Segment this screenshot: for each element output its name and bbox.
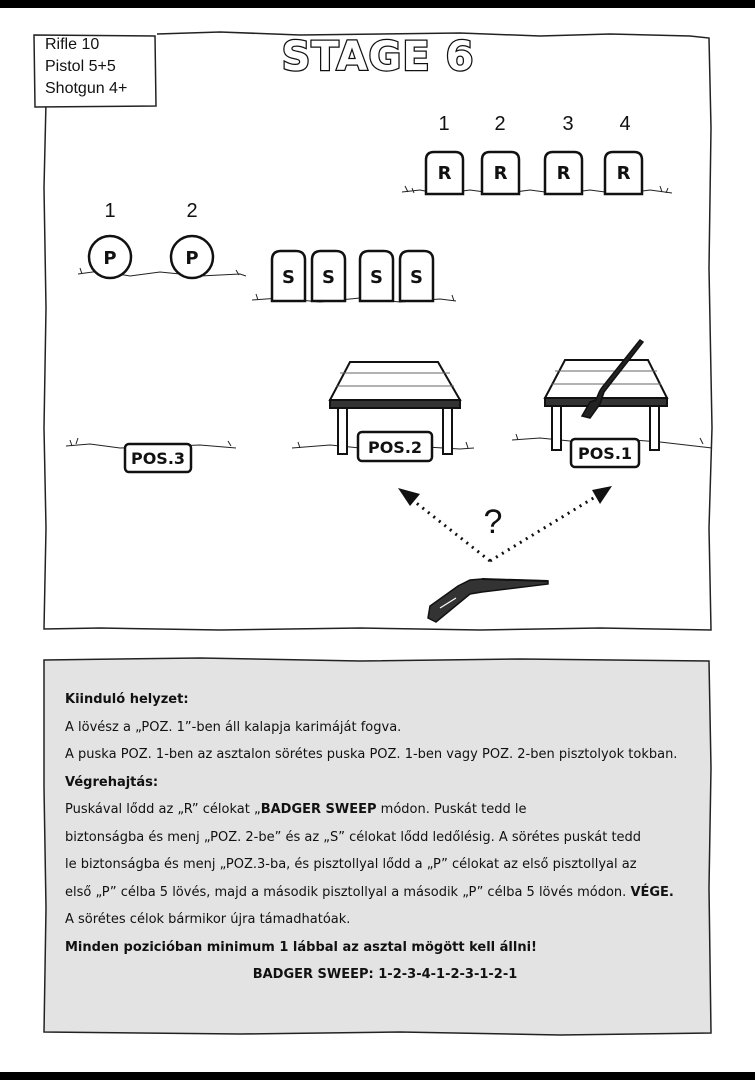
pistol-targets: P P	[89, 236, 213, 278]
rule-line: Minden pozicióban minimum 1 lábbal az as…	[65, 940, 705, 968]
stage-scene: R R R R P P	[0, 8, 755, 628]
desc-line: A puska POZ. 1-ben az asztalon sörétes p…	[65, 747, 705, 775]
desc-line: első „P” célba 5 lövés, majd a második p…	[65, 885, 705, 913]
grass	[66, 186, 712, 449]
desc-line: A sörétes célok bármikor újra támadhatóa…	[65, 912, 705, 940]
badger-sweep-term: BADGER SWEEP	[261, 802, 377, 817]
pos2-sign: POS.2	[358, 432, 432, 461]
heading-start: Kiinduló helyzet:	[65, 692, 705, 720]
shotgun-icon	[428, 579, 548, 622]
desc-text: módon. Puskát tedd le	[377, 802, 527, 817]
shotgun-target: S	[312, 251, 345, 301]
pos2-label: POS.2	[368, 438, 422, 457]
rifle-target: R	[545, 152, 582, 194]
shotgun-target-label: S	[322, 267, 335, 288]
pistol-target: P	[171, 236, 213, 278]
desc-text: első „P” célba 5 lövés, majd a második p…	[65, 885, 630, 900]
rifle-target: R	[426, 152, 463, 194]
shotgun-target-label: S	[370, 267, 383, 288]
pos1-label: POS.1	[578, 444, 632, 463]
rifle-target: R	[605, 152, 642, 194]
desc-line: Puskával lődd az „R” célokat „BADGER SWE…	[65, 802, 705, 830]
rifle-target-label: R	[494, 163, 508, 184]
rifle-target-label: R	[557, 163, 571, 184]
shotgun-target: S	[400, 251, 433, 301]
movement-arrows: ?	[398, 486, 612, 561]
shotgun-target: S	[272, 251, 305, 301]
desc-line: biztonságba és menj „POZ. 2-be” és az „S…	[65, 830, 705, 858]
pistol-target-label: P	[103, 248, 116, 269]
badger-sweep-sequence: BADGER SWEEP: 1-2-3-4-1-2-3-1-2-1	[65, 967, 705, 995]
shotgun-targets: S S S S	[272, 251, 433, 301]
heading-exec: Végrehajtás:	[65, 775, 705, 803]
pos1-sign: POS.1	[571, 439, 639, 467]
desc-line: le biztonságba és menj „POZ.3-ba, és pis…	[65, 857, 705, 885]
end-marker: VÉGE.	[630, 885, 673, 900]
question-mark: ?	[484, 503, 503, 541]
shotgun-target-label: S	[282, 267, 295, 288]
rifle-target: R	[482, 152, 519, 194]
shotgun-target: S	[360, 251, 393, 301]
rifle-target-label: R	[438, 163, 452, 184]
rifle-target-label: R	[617, 163, 631, 184]
desc-text: Puskával lődd az „R” célokat „	[65, 802, 261, 817]
shotgun-target-label: S	[410, 267, 423, 288]
pistol-target-label: P	[185, 248, 198, 269]
pistol-target: P	[89, 236, 131, 278]
rifle-targets: R R R R	[426, 152, 642, 194]
page: Rifle 10 Pistol 5+5 Shotgun 4+ STAGE 6 1…	[0, 8, 755, 1072]
desc-line: A lövész a „POZ. 1”-ben áll kalapja kari…	[65, 720, 705, 748]
stage-description: Kiinduló helyzet: A lövész a „POZ. 1”-be…	[65, 692, 705, 995]
table-pos1	[545, 360, 667, 450]
pos3-label: POS.3	[131, 449, 185, 468]
pos3-sign: POS.3	[125, 444, 191, 472]
